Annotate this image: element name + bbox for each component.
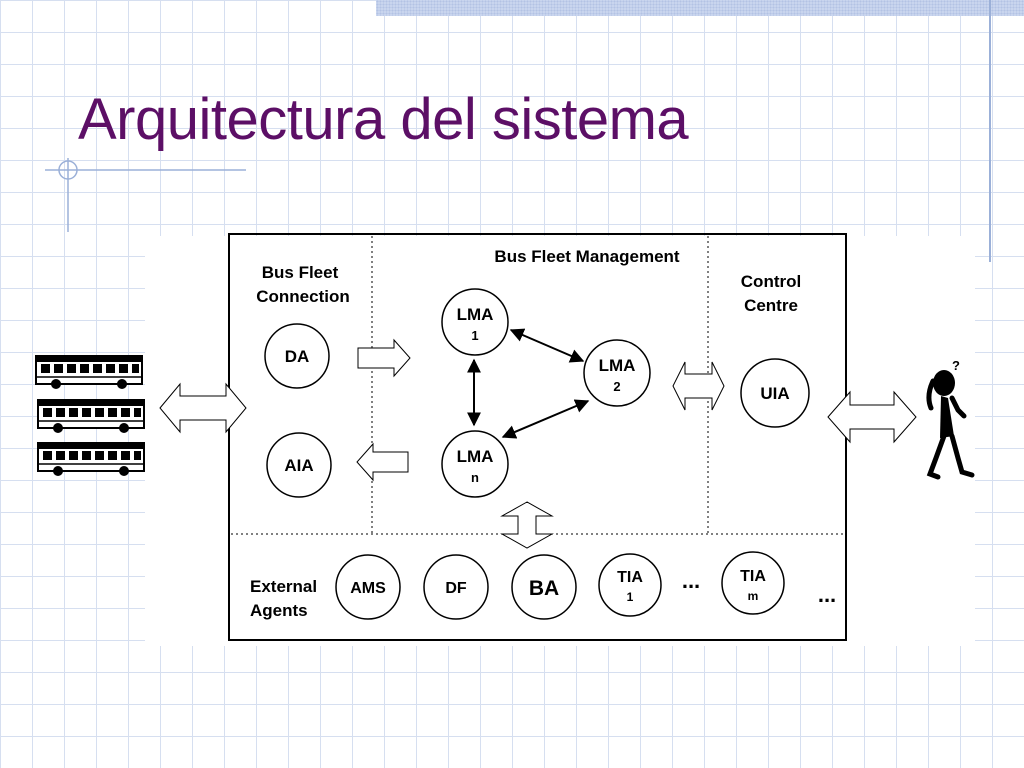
agent-node-ams [335,554,401,620]
agent-label-lma-1: LMA [457,305,494,324]
agent-node-da [264,323,330,389]
agent-node-uia [740,358,810,428]
agent-index-lma-2: 2 [613,379,620,394]
section-label-bus-fleet-connection: Bus Fleet [262,263,339,282]
agent-node-aia [266,432,332,498]
agent-label-tia-1: TIA [617,569,643,586]
arrow-left-lma-to-aia [356,442,409,482]
agent-index-lma-n: n [471,470,479,485]
double-arrow-lma-external [500,501,554,549]
agent-label-uia: UIA [760,384,789,403]
ellipsis: ... [682,568,700,593]
agent-index-tia-1: 1 [627,590,634,604]
agent-label-da: DA [285,347,310,366]
header-decor-band [376,0,1024,16]
section-label-control-centre: Centre [744,296,798,315]
agent-node-tia-m [721,551,785,615]
section-label-external-agents: Agents [250,601,308,620]
bus-icon [35,355,143,389]
ellipsis: ... [818,582,836,607]
section-label-control-centre: Control [741,272,801,291]
agent-label-ams: AMS [350,580,386,597]
agent-index-tia-m: m [748,589,759,603]
double-arrow-lma-uia [672,361,725,411]
section-label-bus-fleet-connection: Connection [256,287,350,306]
arrow-right-da-to-lma [357,338,411,378]
agent-label-aia: AIA [284,456,313,475]
agent-node-lma-2 [583,339,651,407]
agent-label-lma-n: LMA [457,447,494,466]
agent-node-lma-n [441,430,509,498]
person-thinking-icon: ? [926,358,975,480]
agent-node-tia-1 [598,553,662,617]
right-decor-rule [989,0,991,262]
slide-title: Arquitectura del sistema [78,87,689,152]
agent-node-lma-1 [441,288,509,356]
agent-label-ba: BA [529,577,559,600]
agent-label-lma-2: LMA [599,356,636,375]
section-label-bus-fleet-management: Bus Fleet Management [494,247,679,266]
agent-index-lma-1: 1 [471,328,478,343]
section-label-external-agents: External [250,577,317,596]
bus-icon [37,399,145,433]
bus-icon [37,442,145,476]
agent-node-ba [511,554,577,620]
double-arrow-system-user [827,390,917,444]
lma-link-arrow [509,328,585,363]
double-arrow-buses-system [159,382,247,434]
agent-node-df [423,554,489,620]
agent-label-df: DF [445,580,467,597]
lma-link-arrow [501,399,590,439]
question-mark: ? [952,358,960,373]
agent-label-tia-m: TIA [740,568,766,585]
